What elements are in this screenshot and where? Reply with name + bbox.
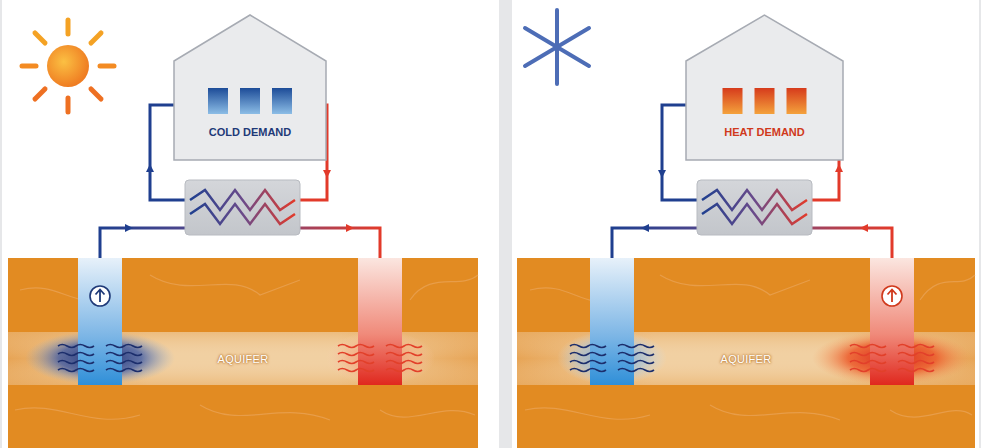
wave-stroke <box>618 369 654 372</box>
house-outline <box>685 14 844 161</box>
heat-exchanger <box>697 180 812 235</box>
wave-stroke <box>850 361 886 364</box>
wave-stroke <box>386 353 422 356</box>
wave-stroke <box>106 369 142 372</box>
building-node: HEAT DEMAND <box>685 14 844 161</box>
wave-stroke <box>58 345 94 348</box>
wave-stroke <box>570 361 606 364</box>
flow-arrow <box>835 164 843 172</box>
panel-summer <box>2 0 499 448</box>
demand-label: COLD DEMAND <box>173 126 327 139</box>
warm-well <box>358 258 402 385</box>
wave-stroke <box>570 353 606 356</box>
wave-stroke <box>106 353 142 356</box>
flow-waves <box>58 345 934 372</box>
wave-stroke <box>338 361 374 364</box>
flow-arrow <box>346 224 354 232</box>
wave-stroke <box>58 369 94 372</box>
wave-stroke <box>850 369 886 372</box>
flow-arrow <box>860 224 868 232</box>
flow-arrow <box>125 224 133 232</box>
pump-symbol <box>90 286 110 306</box>
wave-stroke <box>338 353 374 356</box>
house-outline <box>173 14 327 161</box>
snowflake-icon <box>525 10 589 84</box>
window <box>787 88 807 114</box>
wave-stroke <box>618 361 654 364</box>
wave-stroke <box>106 345 142 348</box>
wave-stroke <box>106 361 142 364</box>
aquifer-label: AQUIFER <box>721 353 772 365</box>
building-node: COLD DEMAND <box>173 14 327 161</box>
sun-icon <box>22 20 114 112</box>
cold-well <box>78 258 122 385</box>
warm-well <box>870 258 914 385</box>
aquifer-node: AQUIFER <box>517 332 975 385</box>
window <box>272 88 292 114</box>
wave-stroke <box>58 361 94 364</box>
window <box>723 88 743 114</box>
wave-stroke <box>386 345 422 348</box>
wave-stroke <box>58 353 94 356</box>
aquifer-label: AQUIFER <box>218 353 269 365</box>
window <box>240 88 260 114</box>
wave-stroke <box>850 353 886 356</box>
flow-arrow <box>658 170 666 178</box>
wave-stroke <box>338 369 374 372</box>
flow-arrow <box>641 224 649 232</box>
wave-stroke <box>618 353 654 356</box>
wave-stroke <box>338 345 374 348</box>
flow-arrow <box>323 170 331 178</box>
wave-stroke <box>898 345 934 348</box>
wave-stroke <box>618 345 654 348</box>
heat-exchanger <box>185 180 300 235</box>
house-shape <box>174 15 326 160</box>
wave-stroke <box>898 353 934 356</box>
wave-stroke <box>850 345 886 348</box>
wave-stroke <box>570 369 606 372</box>
cold-well <box>590 258 634 385</box>
pump-symbol <box>882 286 902 306</box>
panel-winter <box>512 0 979 448</box>
ground <box>517 258 975 448</box>
window <box>755 88 775 114</box>
wave-stroke <box>570 345 606 348</box>
wave-stroke <box>898 361 934 364</box>
aquifer-node: AQUIFER <box>8 332 478 385</box>
window <box>208 88 228 114</box>
wave-stroke <box>898 369 934 372</box>
ground <box>8 258 478 448</box>
house-shape <box>686 15 843 160</box>
demand-label: HEAT DEMAND <box>685 126 844 139</box>
wave-stroke <box>386 361 422 364</box>
flow-arrow <box>146 164 154 172</box>
wave-stroke <box>386 369 422 372</box>
